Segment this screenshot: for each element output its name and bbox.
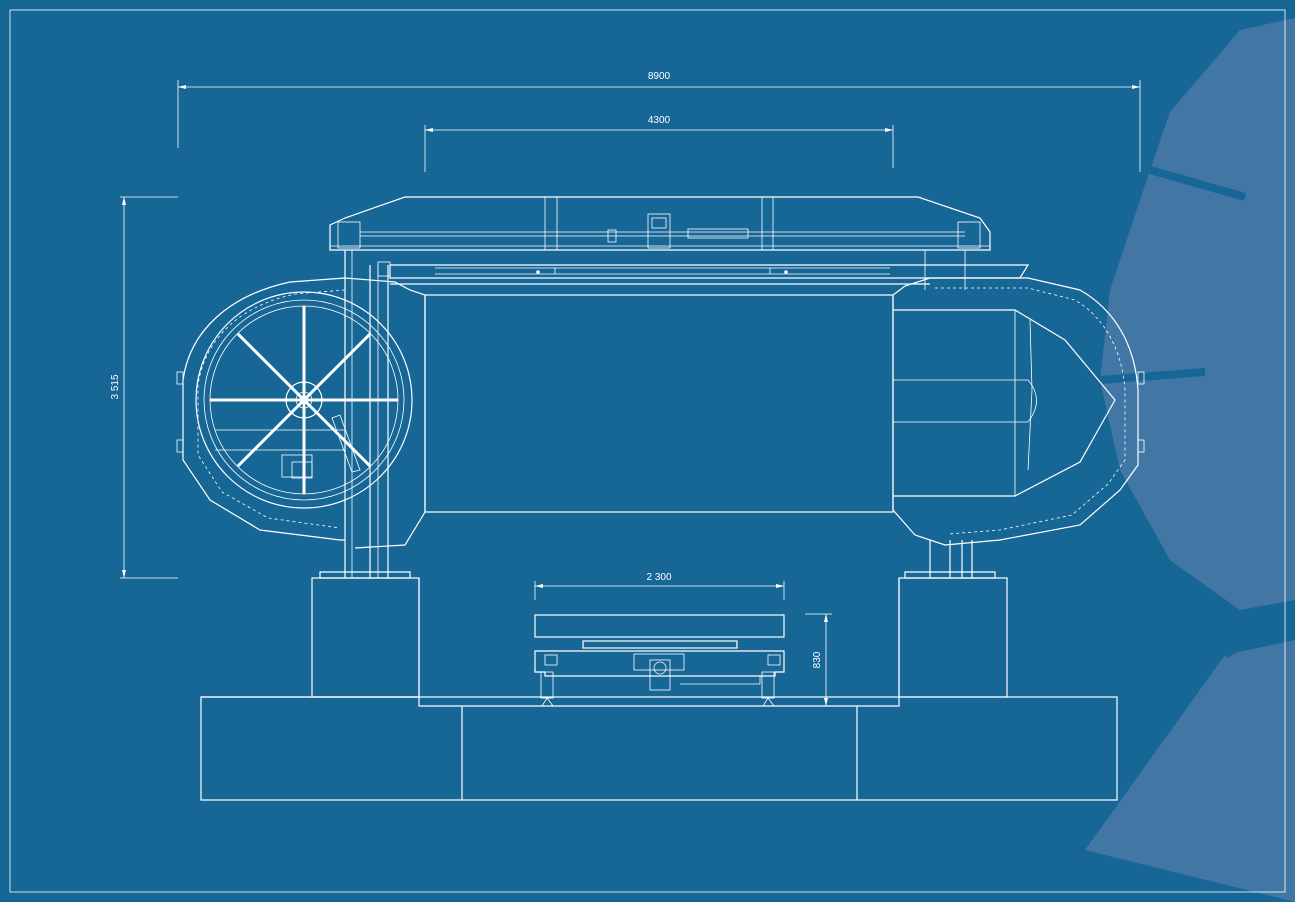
dim-label-table-width: 4300 [648, 115, 671, 126]
top-rail-housing [329, 196, 991, 251]
right-column [904, 250, 996, 579]
left-column [319, 250, 411, 579]
right-wheel-housing [892, 277, 1145, 546]
dim-label-carriage-height: 830 [812, 651, 823, 668]
foundation [200, 577, 1118, 801]
dim-label-carriage-width: 2 300 [646, 572, 671, 583]
drawing-frame [9, 9, 1286, 893]
dimension-overall-width: 8900 [177, 71, 1141, 172]
upper-table [389, 264, 1030, 285]
dimension-carriage-width: 2 300 [534, 572, 785, 600]
log-carriage [534, 614, 785, 707]
dimension-overall-height: 3 515 [110, 196, 178, 579]
logo-cutouts [1099, 166, 1295, 659]
dim-label-overall-height: 3 515 [110, 374, 121, 399]
central-saw-frame [424, 294, 894, 513]
left-bandsaw-wheel [195, 291, 413, 509]
dim-label-overall-width: 8900 [648, 71, 671, 82]
dimension-carriage-height: 830 [790, 613, 832, 707]
dimension-table-width: 4300 [424, 115, 894, 172]
